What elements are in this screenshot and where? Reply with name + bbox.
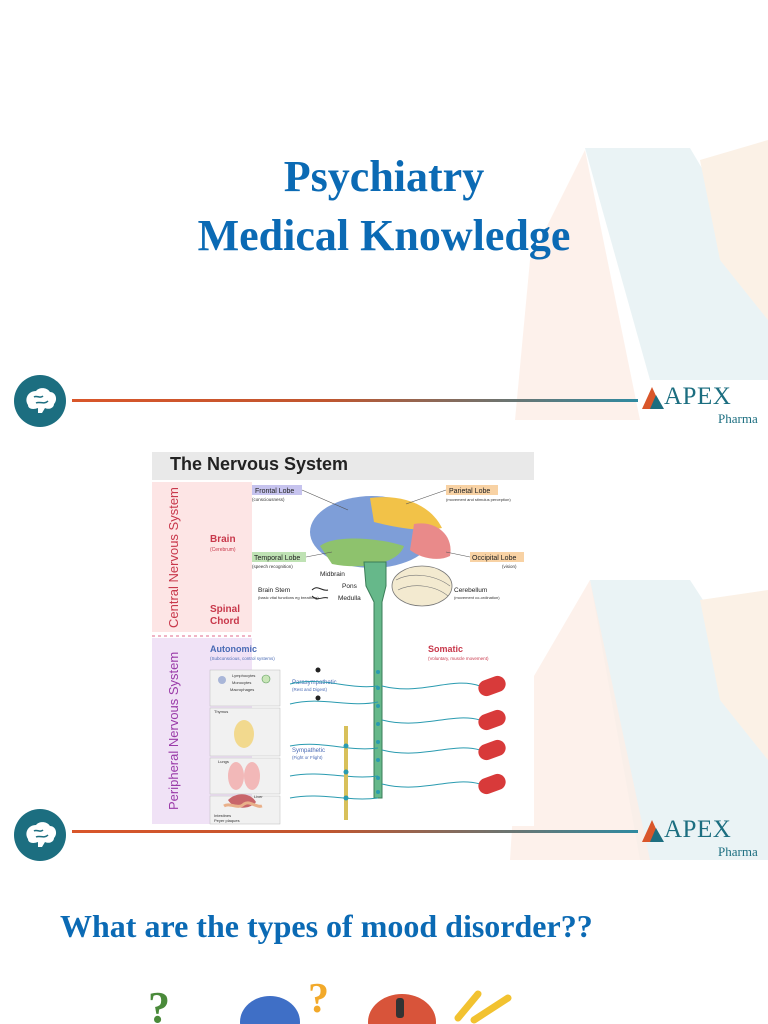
parasympathetic-sub-label: (Rest and Digest)	[292, 687, 328, 692]
brand-name: APEX	[664, 383, 732, 410]
spinal-label: Spinal	[210, 604, 240, 615]
spark-icon	[470, 994, 512, 1024]
monocytes-label: Monocytes	[232, 680, 251, 685]
brain-sub-label: (Cerebrum)	[210, 547, 236, 553]
brand-name: APEX	[664, 816, 732, 843]
temporal-sub-label: (speech recognition)	[252, 564, 293, 569]
question-mark-icon: ?	[308, 976, 329, 1022]
nervous-system-figure: The Nervous System Central Nervous Syste…	[152, 452, 534, 826]
peyer-label: Peyer plaques	[214, 818, 240, 823]
brainstem-label: Brain Stem	[258, 587, 290, 594]
mood-illustration: ? ?	[148, 976, 512, 1024]
nerve-fibers	[289, 681, 481, 800]
occipital-sub-label: (vision)	[502, 564, 517, 569]
figure-title: The Nervous System	[170, 454, 349, 474]
brand-subtitle: Pharma	[718, 844, 758, 859]
pns-label: Peripheral Nervous System	[166, 652, 181, 810]
autonomic-sub-label: (Subconscious, control systems)	[210, 656, 275, 661]
pons-label: Pons	[342, 583, 358, 590]
face-blue-icon	[240, 996, 300, 1024]
parasympathetic-label: Parasympathetic	[292, 680, 337, 686]
brain-icon	[14, 809, 66, 861]
cerebellum-label: Cerebellum	[454, 587, 487, 594]
spark-icon	[454, 990, 482, 1022]
apex-logo-mark-icon	[642, 387, 664, 409]
brain-icon	[14, 375, 66, 427]
brand-subtitle: Pharma	[718, 411, 758, 426]
somatic-sub-label: (Voluntary, muscle movement)	[428, 656, 489, 661]
lungs-label: Lungs	[218, 759, 229, 764]
apex-logo-mark-icon	[642, 820, 664, 842]
cns-label: Central Nervous System	[166, 487, 181, 628]
question-heading: What are the types of mood disorder??	[60, 908, 593, 944]
muscle-illustrations	[478, 675, 506, 795]
nervous-system-diagram: Central Nervous System Peripheral Nervou…	[152, 482, 524, 825]
divider-line	[72, 830, 638, 833]
sympathetic-sub-label: (Fight or Flight)	[292, 755, 323, 760]
figure-title-bar: The Nervous System	[152, 452, 534, 480]
lymphocytes-label: Lymphocytes	[232, 673, 255, 678]
frontal-sub-label: (consciousness)	[252, 497, 285, 502]
brainstem-sub-label: (basic vital functions eg breathing)	[258, 595, 319, 600]
medulla-label: Medulla	[338, 595, 361, 602]
parietal-label: Parietal Lobe	[449, 488, 490, 495]
midbrain-label: Midbrain	[320, 571, 345, 578]
macrophages-label: Macrophages	[230, 687, 254, 692]
slide-title-line1: Psychiatry	[283, 152, 485, 201]
cerebellum-sub-label: (movement co-ordination)	[454, 595, 500, 600]
occipital-label: Occipital Lobe	[472, 555, 516, 562]
brain-illustration	[310, 496, 453, 607]
divider-line	[72, 399, 638, 402]
somatic-label: Somatic	[428, 644, 463, 654]
slide-title-line2: Medical Knowledge	[197, 211, 571, 260]
intestines-label: Intestines	[214, 813, 231, 818]
chord-label: Chord	[210, 616, 239, 627]
liver-label: Liver	[254, 794, 263, 799]
parietal-sub-label: (movement and stimulus perception)	[446, 497, 511, 502]
temporal-label: Temporal Lobe	[254, 555, 300, 562]
thymus-label: Thymus	[214, 709, 228, 714]
question-mark-icon: ?	[148, 983, 170, 1024]
frontal-label: Frontal Lobe	[255, 488, 294, 495]
apex-logo: APEX Pharma	[640, 816, 766, 866]
brain-label: Brain	[210, 534, 236, 545]
autonomic-label: Autonomic	[210, 644, 257, 654]
sympathetic-label: Sympathetic	[292, 748, 325, 754]
apex-logo: APEX Pharma	[640, 383, 766, 433]
